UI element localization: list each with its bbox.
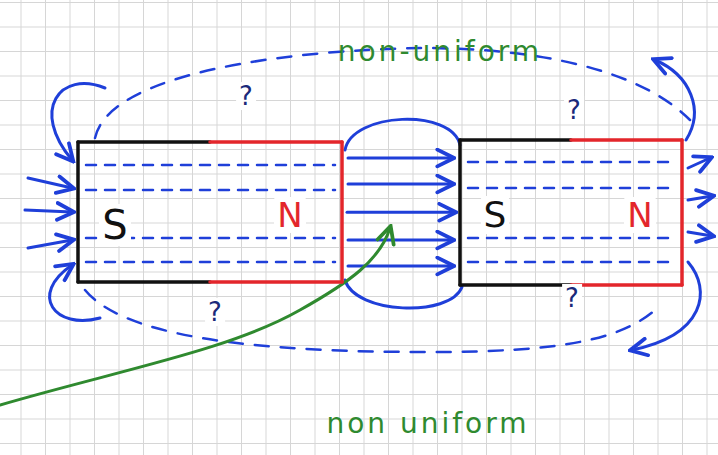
field-line: [347, 211, 454, 214]
pole-label: N: [274, 197, 305, 233]
field-line: [25, 210, 72, 212]
magnet-edge: [680, 140, 684, 285]
field-line: [345, 119, 460, 150]
field-line: [655, 60, 694, 140]
field-line: [688, 158, 710, 168]
field-line: [28, 240, 72, 248]
magnet-edge: [210, 140, 342, 144]
magnet-edge: [210, 280, 342, 284]
bar-magnet: SN: [78, 142, 342, 282]
question-mark: ?: [205, 298, 225, 326]
magnet-edge: [76, 142, 80, 282]
question-mark: ?: [236, 82, 256, 110]
field-line: [688, 196, 712, 200]
field-line: [50, 265, 100, 320]
field-line: [632, 262, 700, 350]
field-line: [345, 280, 462, 308]
question-mark: ?: [562, 284, 582, 312]
magnet-edge: [571, 283, 682, 287]
magnet-edge: [460, 283, 571, 287]
magnet-edge: [78, 140, 210, 144]
field-note: non-uniform: [335, 37, 545, 67]
magnet-edge: [458, 140, 462, 285]
pointer-arrow: [0, 228, 390, 405]
magnet-edge: [78, 280, 210, 284]
field-line: [28, 178, 72, 188]
magnet-edge: [340, 142, 344, 282]
bar-magnet: SN: [460, 140, 682, 285]
field-line: [348, 183, 452, 186]
pole-label: N: [624, 197, 655, 233]
magnet-edge: [571, 138, 682, 142]
field-line: [348, 239, 452, 242]
field-note: non uniform: [323, 409, 532, 439]
pole-label: S: [481, 196, 510, 234]
magnet-edge: [460, 138, 571, 142]
question-mark: ?: [564, 96, 584, 124]
field-line: [348, 157, 452, 160]
pole-label: S: [99, 204, 130, 246]
field-line: [688, 232, 712, 236]
